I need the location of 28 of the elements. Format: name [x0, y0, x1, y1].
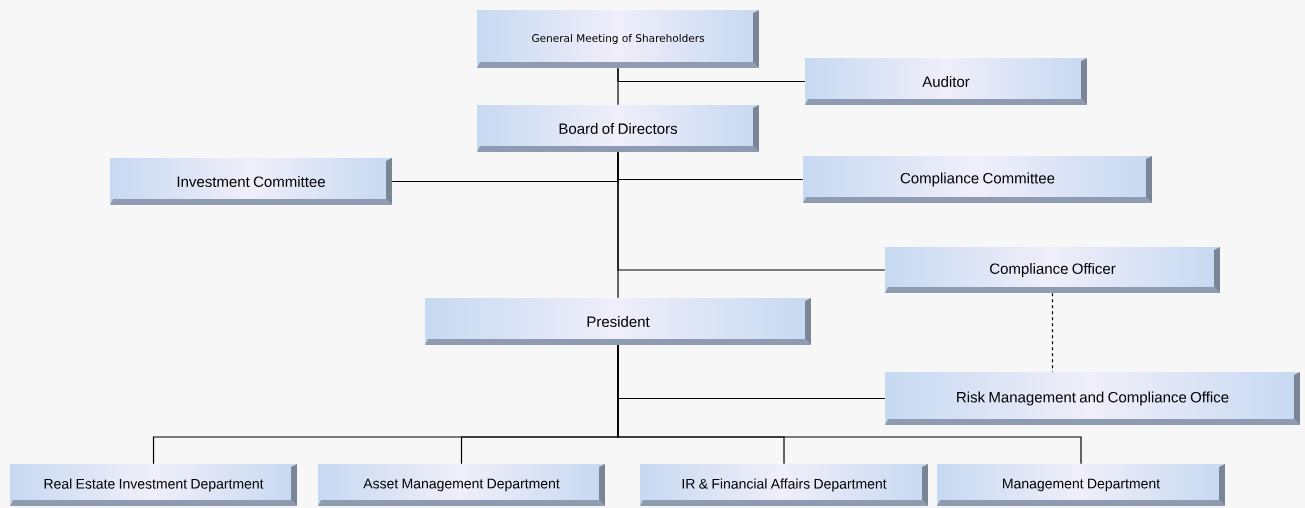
node-label: Compliance Officer [990, 263, 1116, 277]
node-label: Asset Management Department [363, 478, 560, 492]
node-label: Compliance Committee [900, 172, 1055, 187]
org-box: Risk Management and Compliance Office [885, 372, 1300, 425]
org-box: Asset Management Department [318, 464, 605, 506]
node-label: Investment Committee [177, 175, 325, 187]
connector-line [617, 151, 619, 299]
connector-line [617, 67, 806, 83]
node-label: Management Department [1003, 478, 1160, 492]
node-label: Real Estate Investment Department [44, 478, 264, 492]
node-label: General Meeting of Shareholders [532, 33, 705, 45]
org-box: IR & Financial Affairs Department [640, 464, 928, 506]
connector-line [1051, 292, 1054, 373]
org-box: Board of Directors [477, 105, 759, 152]
node-label: Board of Directors [559, 122, 678, 134]
node-label: Auditor [922, 75, 970, 87]
org-box: President [425, 298, 811, 345]
org-box: Real Estate Investment Department [10, 464, 297, 506]
org-box: Compliance Committee [803, 156, 1152, 203]
node-label: Risk Management and Compliance Office [957, 391, 1229, 406]
org-box: Investment Committee [110, 158, 392, 205]
node-label: IR & Financial Affairs Department [682, 478, 887, 492]
org-box: Compliance Officer [885, 247, 1220, 293]
node-label: President [587, 315, 650, 327]
org-box: Auditor [805, 58, 1087, 105]
connector-line [617, 344, 1082, 465]
org-box: Management Department [937, 464, 1225, 506]
org-box: General Meeting of Shareholders [477, 10, 759, 68]
